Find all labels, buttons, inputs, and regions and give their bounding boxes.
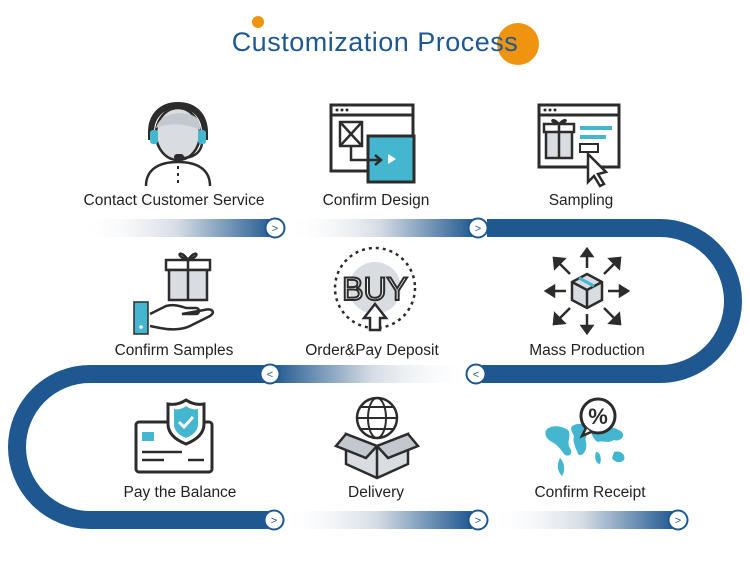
track-segment xyxy=(285,219,475,237)
decorative-dots xyxy=(252,16,539,65)
design-window-icon xyxy=(329,103,416,184)
svg-text:>: > xyxy=(475,515,481,527)
step-label-pay-the-balance: Pay the Balance xyxy=(123,484,237,501)
arrow-badge: < xyxy=(465,363,487,385)
step-label-confirm-receipt: Confirm Receipt xyxy=(534,484,646,501)
page-title: Customization Process xyxy=(231,27,519,57)
svg-text:<: < xyxy=(473,369,479,381)
arrow-badge: > xyxy=(263,509,285,531)
cube-arrows-icon xyxy=(543,246,631,336)
arrow-badge: > xyxy=(264,217,286,239)
svg-text:>: > xyxy=(675,515,681,527)
step-label-confirm-design: Confirm Design xyxy=(322,192,430,209)
arrow-badge: < xyxy=(259,363,281,385)
world-percent-icon: % xyxy=(545,397,625,476)
customer-service-icon xyxy=(144,102,212,187)
step-label-delivery: Delivery xyxy=(348,484,404,501)
track-segment xyxy=(80,219,275,237)
svg-text:>: > xyxy=(271,515,277,527)
sampling-browser-icon xyxy=(537,103,621,188)
track-segment xyxy=(482,365,632,383)
step-label-confirm-samples: Confirm Samples xyxy=(114,342,234,359)
step-label-contact-customer-service: Contact Customer Service xyxy=(83,192,265,209)
orange-dot-small xyxy=(252,16,264,28)
svg-text:>: > xyxy=(272,223,278,235)
step-label-sampling: Sampling xyxy=(548,192,614,209)
track-segment xyxy=(272,365,472,383)
track-segment xyxy=(490,511,675,529)
svg-text:>: > xyxy=(475,223,481,235)
step-label-order-pay-deposit: Order&Pay Deposit xyxy=(305,342,439,359)
arrow-badge: > xyxy=(467,217,489,239)
orange-dot-large xyxy=(497,23,539,65)
track-segment xyxy=(282,511,472,529)
svg-text:%: % xyxy=(588,404,608,429)
track-segment xyxy=(120,365,265,383)
arrow-badge: > xyxy=(667,509,689,531)
svg-text:<: < xyxy=(267,369,273,381)
step-label-mass-production: Mass Production xyxy=(529,342,645,359)
svg-text:BUY: BUY xyxy=(342,271,408,307)
track-segment xyxy=(120,511,270,529)
globe-box-icon xyxy=(333,396,421,480)
arrow-badge: > xyxy=(467,509,489,531)
track-segment xyxy=(487,219,632,237)
track-loop-left xyxy=(8,365,120,529)
buy-icon: BUY xyxy=(333,246,417,332)
gift-hand-icon xyxy=(133,252,215,335)
card-shield-icon xyxy=(134,398,214,474)
track-loop-right xyxy=(630,219,742,383)
